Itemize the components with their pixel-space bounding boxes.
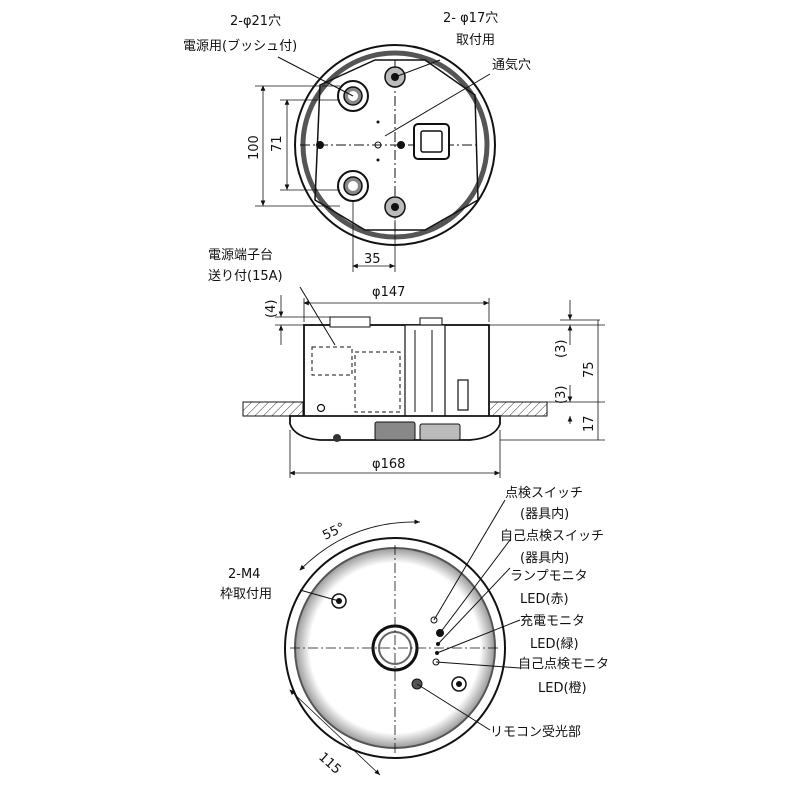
hole17-use-label: 取付用 [456,33,495,48]
dim-35: 35 [364,252,381,267]
bottom-view [284,499,521,776]
ceiling-left [242,401,304,417]
ceiling-right [486,401,548,417]
hole21-use-label: 電源用(ブッシュ付) [183,38,297,54]
top-view [255,44,496,272]
self-check-monitor-led: LED(橙) [538,681,587,696]
dim-75: 75 [582,361,597,378]
self-check-switch-label: 自己点検スイッチ [500,529,604,544]
lamp-monitor-label: ランプモニタ [510,569,588,584]
dim-3b: (3) [554,386,569,404]
dim-168: φ168 [372,457,405,472]
dim-4: (4) [264,300,279,318]
m4-use-label: 枠取付用 [220,587,272,602]
dim-3a: (3) [554,340,569,358]
dim-115: 115 [315,750,343,778]
terminal-label-2: 送り付(15A) [208,269,283,284]
terminal-label-1: 電源端子台 [208,248,273,263]
self-check-monitor-label: 自己点検モニタ [518,657,609,672]
lamp-monitor-led: LED(赤) [520,592,569,607]
check-switch-label: 点検スイッチ [505,486,583,501]
side-view [242,286,605,478]
hole21-label: 2-φ21穴 [230,14,281,29]
dim-147: φ147 [372,285,405,300]
angle-55: 55° [320,520,347,543]
dim-17: 17 [582,415,597,432]
terminal-window [413,123,450,160]
power-hole-bottom [337,170,369,202]
dim-71: 71 [270,135,285,152]
self-check-switch-note: (器具内) [520,550,569,566]
vent-label: 通気穴 [492,57,531,73]
check-switch-note: (器具内) [520,506,569,522]
housing-outline [314,59,479,231]
hole17-label: 2- φ17穴 [443,11,498,26]
m4-label: 2-M4 [228,567,260,582]
charge-monitor-label: 充電モニタ [520,613,585,629]
remote-receiver-label: リモコン受光部 [490,725,581,740]
dim-100: 100 [247,135,262,160]
mount-hole-bottom [384,196,406,218]
charge-monitor-led: LED(緑) [530,637,579,652]
